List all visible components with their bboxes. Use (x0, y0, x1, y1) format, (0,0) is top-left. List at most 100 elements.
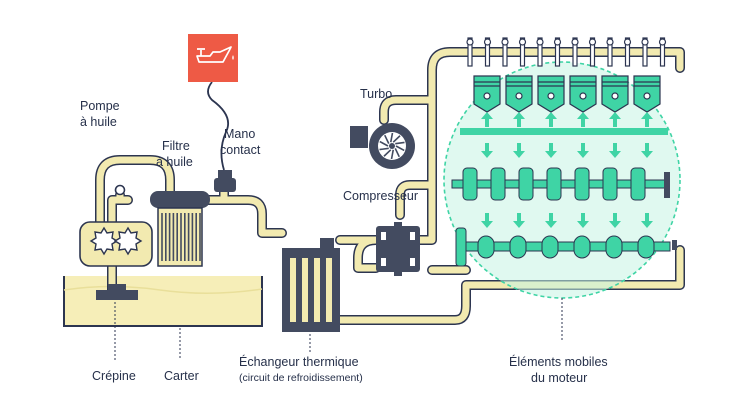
oil-filter (150, 191, 210, 267)
strainer-body (96, 290, 138, 300)
turbo-blade (395, 145, 405, 152)
oil-arrow-up (481, 112, 493, 127)
valve-spring (466, 38, 474, 46)
valve-spring (623, 38, 632, 46)
oil-surface (63, 285, 263, 295)
label-heat-exchanger-sub: (circuit de refroidissement) (239, 372, 363, 384)
oil-arrow-down (513, 213, 525, 228)
label-oil-pump-line2: à huile (80, 115, 117, 129)
camshaft (451, 167, 667, 201)
valve-stem (624, 37, 631, 67)
valve-spring (501, 38, 509, 46)
oil-arrow-down (481, 143, 493, 158)
valve-spring (518, 38, 527, 46)
pistons (473, 75, 661, 113)
leader-lines (114, 298, 563, 360)
crank-journal (541, 235, 559, 259)
turbo-blade (394, 148, 400, 158)
oil-arrow-up (545, 112, 557, 127)
pump-gear-right (113, 226, 143, 256)
valve-stem (519, 37, 526, 67)
piston-pin (643, 92, 651, 100)
exchanger-fin (314, 258, 320, 322)
crank-pulley (455, 227, 467, 267)
label-pressure-switch-line2: contact (220, 143, 261, 157)
piston-pin (547, 92, 555, 100)
valve-stem (572, 37, 578, 67)
piston-pin (611, 92, 619, 100)
valve-stem (467, 37, 473, 67)
turbo-icon (350, 123, 415, 169)
crank-journal (509, 235, 527, 259)
cam-lobe (490, 167, 506, 201)
cam-lobe (518, 167, 534, 201)
oil-arrow-down (481, 213, 493, 228)
oil-can-icon (188, 34, 238, 82)
turbo-blade (383, 149, 392, 157)
label-strainer: Crépine (92, 369, 136, 383)
filter-cap (150, 191, 210, 208)
cam-lobe (630, 167, 646, 201)
exchanger-fin (302, 258, 308, 322)
cam-lobe (574, 167, 590, 201)
label-moving-parts-line1: Éléments mobiles (509, 354, 608, 369)
oil-arrow-down (609, 213, 621, 228)
crank-journal (637, 235, 655, 259)
exchanger-fins (290, 258, 332, 322)
oil-arrow-down (545, 213, 557, 228)
valve-spring (641, 38, 649, 46)
sensor-wire (207, 81, 230, 171)
oil-arrow-down (545, 143, 557, 158)
piston-pin (515, 92, 523, 100)
crank-journal (573, 235, 591, 259)
label-oil-pump-line1: Pompe (80, 99, 120, 113)
oil-arrow-down (577, 213, 589, 228)
valve-stem (554, 37, 561, 67)
filter-pleats (161, 213, 201, 261)
turbo-blade (395, 141, 405, 145)
oil-pan-outline (63, 276, 263, 327)
cam-lobe (602, 167, 618, 201)
label-oil-pan: Carter (164, 369, 199, 383)
pressure-switch (207, 81, 236, 192)
label-oil-filter-line1: Filtre (162, 139, 190, 153)
label-oil-filter-line2: à huile (156, 155, 193, 169)
valve-spring (553, 38, 562, 46)
cam-lobe (462, 167, 478, 201)
valve-spring (658, 38, 667, 46)
label-pressure-switch-line1: Mano (224, 127, 255, 141)
oil-flow-arrows-lower (481, 213, 653, 228)
turbo-blade (389, 132, 394, 143)
turbo-blade (390, 149, 395, 160)
exchanger-fin (290, 258, 296, 322)
valve-spring (606, 38, 614, 46)
valve-stem (502, 37, 508, 67)
oil-lines (95, 47, 685, 325)
oil-arrow-up (513, 112, 525, 127)
label-moving-parts-line2: du moteur (531, 371, 587, 385)
turbo-blade (392, 135, 401, 143)
oil-arrow-down (641, 213, 653, 228)
label-compressor: Compresseur (343, 189, 418, 203)
valve-spring (483, 38, 492, 46)
oil-arrow-up (609, 112, 621, 127)
valve-spring (588, 38, 597, 46)
valve-spring (571, 38, 579, 46)
strainer-neck (108, 284, 126, 291)
engine-moving-parts (443, 37, 681, 299)
oil-arrow-down (577, 143, 589, 158)
valve-train (466, 37, 667, 67)
crank-journal (477, 235, 495, 259)
cam-lobe (546, 167, 562, 201)
label-heat-exchanger: Échangeur thermique (239, 354, 359, 369)
oil-pump (79, 221, 153, 267)
compressor-icon (376, 222, 420, 276)
turbo-blade (384, 134, 390, 144)
oil-arrow-up (577, 112, 589, 127)
valve-stem (537, 37, 543, 67)
oil-pan-oil (64, 276, 262, 326)
crankshaft (455, 227, 671, 267)
pressure-switch-body (214, 178, 236, 192)
oil-arrow-down (513, 143, 525, 158)
